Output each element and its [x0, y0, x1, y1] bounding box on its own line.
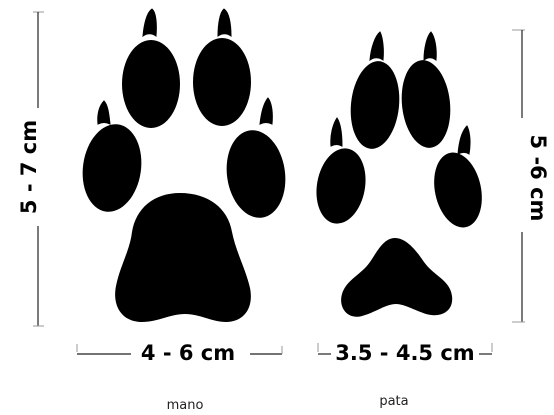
hind-claw-2 — [424, 32, 436, 60]
front-width-dimension: 4 - 6 cm — [77, 341, 282, 365]
front-toe-pad-3 — [77, 120, 147, 215]
front-toe-pad-4 — [221, 126, 291, 221]
front-toe-pad-1 — [122, 40, 180, 128]
hind-claw-1 — [370, 32, 383, 60]
hind-paw-print — [311, 32, 489, 317]
hind-height-label: 5 -6 cm — [526, 135, 550, 222]
hind-toe-pad-4 — [428, 148, 489, 232]
hind-toe-pad-1 — [347, 59, 404, 152]
front-width-label: 4 - 6 cm — [141, 341, 235, 365]
front-height-dimension: 5 - 7 cm — [17, 12, 44, 326]
front-claw-3 — [98, 101, 110, 124]
hind-main-pad — [341, 238, 452, 317]
front-paw-caption: mano — [167, 398, 204, 413]
hind-height-dimension: 5 -6 cm — [512, 30, 550, 322]
front-claw-4 — [260, 98, 272, 124]
front-height-label: 5 - 7 cm — [17, 120, 41, 214]
front-claw-1 — [143, 9, 156, 36]
front-toe-pad-2 — [193, 38, 251, 126]
hind-toe-pad-3 — [311, 144, 371, 227]
hind-width-dimension: 3.5 - 4.5 cm — [318, 341, 492, 365]
hind-width-label: 3.5 - 4.5 cm — [335, 341, 474, 365]
front-paw-print — [77, 9, 291, 322]
hind-claw-4 — [458, 126, 470, 154]
front-main-pad — [115, 193, 251, 322]
front-claw-2 — [218, 9, 231, 36]
hind-toe-pad-2 — [398, 58, 455, 151]
hind-claw-3 — [331, 118, 342, 146]
hind-paw-caption: pata — [379, 394, 408, 409]
